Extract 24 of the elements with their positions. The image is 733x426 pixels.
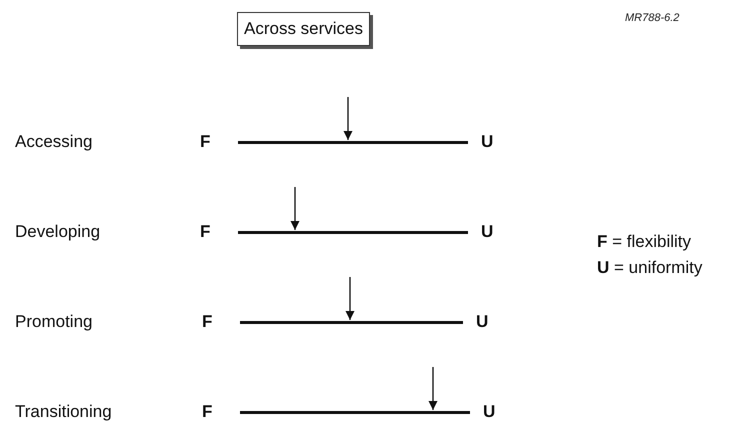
scale-line (238, 141, 468, 144)
scale-end-label: F (200, 132, 210, 152)
arrow (346, 277, 354, 320)
figure-number: MR788-6.2 (625, 12, 680, 24)
title-box: Across services (237, 12, 370, 46)
legend-text: U = uniformity (597, 258, 702, 278)
arrow (344, 97, 352, 140)
scale-end-label: F (200, 222, 210, 242)
arrow (290, 187, 300, 230)
scale-end-label: U (483, 402, 496, 422)
scale-end-label: U (476, 312, 488, 332)
scale-line (240, 411, 470, 414)
scale-end-label: U (481, 132, 494, 152)
row-label: Transitioning (15, 402, 112, 422)
scale-line (238, 231, 468, 234)
scale-end-label: F (202, 312, 212, 332)
legend-text: F = flexibility (597, 232, 692, 252)
row-label: Developing (15, 222, 100, 242)
arrow (428, 367, 438, 410)
row-label: Promoting (15, 312, 92, 332)
scale-end-label: U (481, 222, 494, 242)
scale-end-label: F (202, 402, 212, 422)
scale-line (240, 321, 463, 324)
row-label: Accessing (15, 132, 92, 152)
